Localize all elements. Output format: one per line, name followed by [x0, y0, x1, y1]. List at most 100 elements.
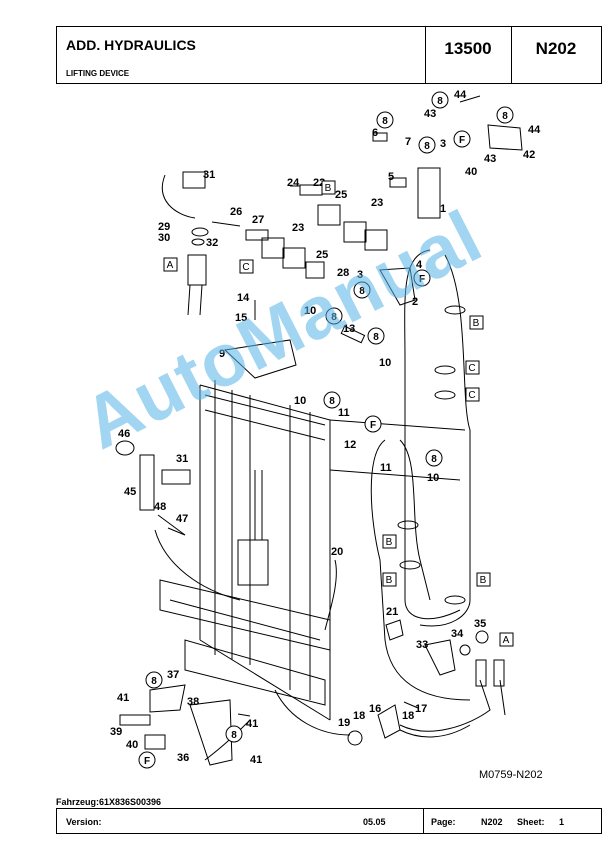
- callout-38: 38: [187, 696, 199, 708]
- arrow-right: [399, 724, 471, 738]
- hose-right-main: [404, 249, 461, 620]
- marker-8: 8: [359, 286, 365, 297]
- callout-41b: 41: [246, 718, 258, 730]
- pin-13: [340, 325, 366, 344]
- callout-10b: 10: [379, 357, 391, 369]
- callout-42: 42: [523, 149, 535, 161]
- callout-7: 7: [405, 136, 411, 148]
- callout-34: 34: [451, 628, 464, 640]
- mast-crossbar: [204, 394, 326, 441]
- callout-18b: 18: [402, 710, 414, 722]
- marker-8: 8: [502, 111, 508, 122]
- callout-11b: 11: [380, 462, 392, 474]
- callout-36: 36: [177, 752, 189, 764]
- callout-41: 41: [117, 692, 129, 704]
- box-marker-c: C: [468, 390, 475, 401]
- bracket-33: [424, 639, 456, 676]
- callout-9: 9: [219, 348, 225, 360]
- callout-2: 2: [412, 296, 418, 308]
- callout-46: 46: [118, 428, 130, 440]
- arrow-36: [204, 719, 251, 761]
- callout-17: 17: [415, 703, 427, 715]
- callout-31: 31: [203, 169, 215, 181]
- callout-37: 37: [167, 669, 179, 681]
- bracket-37: [149, 684, 186, 713]
- callout-40: 40: [465, 166, 477, 178]
- plate-21: [385, 619, 404, 641]
- marker-8: 8: [382, 116, 388, 127]
- bracket-42: [487, 124, 523, 151]
- box-marker-b: B: [480, 575, 487, 586]
- box-marker-b: B: [386, 537, 393, 548]
- version-value: 05.05: [363, 817, 386, 827]
- callout-3b: 3: [440, 138, 446, 150]
- callout-45: 45: [124, 486, 136, 498]
- hose-bottom: [399, 679, 491, 732]
- callout-19: 19: [338, 717, 350, 729]
- box-marker-c: C: [468, 363, 475, 374]
- mast-inner-rail: [231, 390, 311, 700]
- page-label: Page:: [431, 817, 456, 827]
- callout-43: 43: [424, 108, 436, 120]
- box-marker-b: B: [386, 575, 393, 586]
- marker-8: 8: [331, 312, 337, 323]
- page-title: ADD. HYDRAULICS: [66, 37, 196, 53]
- callout-33: 33: [416, 639, 428, 651]
- page-value: N202: [481, 817, 503, 827]
- header-box: ADD. HYDRAULICS LIFTING DEVICE 13500 N20…: [56, 26, 602, 84]
- arrow-center: [324, 559, 337, 631]
- sheet-value: 1: [559, 817, 565, 827]
- callout-18: 18: [353, 710, 365, 722]
- hose-right-outer: [419, 254, 471, 627]
- fitting-31-upper: [182, 171, 206, 189]
- callout-15: 15: [235, 312, 247, 324]
- header-title-cell: ADD. HYDRAULICS LIFTING DEVICE: [57, 27, 426, 83]
- arrow-bottom: [274, 689, 351, 736]
- box-marker-a: A: [503, 635, 510, 646]
- callout-13: 13: [343, 323, 355, 335]
- callout-41c: 41: [250, 754, 262, 766]
- callout-12: 12: [344, 439, 356, 451]
- callout-6: 6: [372, 127, 378, 139]
- hose-lower-loop-2: [399, 439, 431, 601]
- callout-14: 14: [237, 292, 250, 304]
- plate-9: [223, 339, 297, 379]
- callout-43b: 43: [484, 153, 496, 165]
- callout-47: 47: [176, 513, 188, 525]
- marker-f: F: [459, 135, 465, 146]
- group-number-cell: 13500: [425, 27, 512, 83]
- page-code-cell: N202: [511, 27, 601, 83]
- page-subtitle: LIFTING DEVICE: [66, 69, 130, 78]
- box-marker-a: A: [167, 260, 174, 271]
- marker-8: 8: [231, 730, 237, 741]
- footer-version-cell: Version: 05.05: [57, 809, 424, 833]
- marker-8: 8: [424, 141, 430, 152]
- callout-24: 24: [287, 177, 300, 189]
- callout-11: 11: [338, 407, 350, 419]
- box-marker-b: B: [473, 318, 480, 329]
- callout-20: 20: [331, 546, 343, 558]
- callout-29: 29: [158, 221, 170, 233]
- marker-8: 8: [437, 96, 443, 107]
- callout-16: 16: [369, 703, 381, 715]
- callout-26: 26: [230, 206, 242, 218]
- sheet-label: Sheet:: [517, 817, 545, 827]
- fitting-31-lower: [161, 469, 191, 485]
- callout-21: 21: [386, 606, 398, 618]
- bracket-2: [379, 267, 416, 306]
- box-marker-b: B: [325, 183, 332, 194]
- callout-30: 30: [158, 232, 170, 244]
- callout-1: 1: [440, 203, 446, 215]
- callout-28: 28: [337, 267, 349, 279]
- arrow-left: [154, 529, 241, 601]
- callout-35: 35: [474, 618, 486, 630]
- callout-10: 10: [304, 305, 316, 317]
- version-label: Version:: [66, 817, 102, 827]
- callout-31b: 31: [176, 453, 188, 465]
- callout-4: 4: [416, 259, 423, 271]
- marker-8: 8: [373, 332, 379, 343]
- callout-39: 39: [110, 726, 122, 738]
- bracket-1: [417, 167, 441, 219]
- callout-23: 23: [292, 222, 304, 234]
